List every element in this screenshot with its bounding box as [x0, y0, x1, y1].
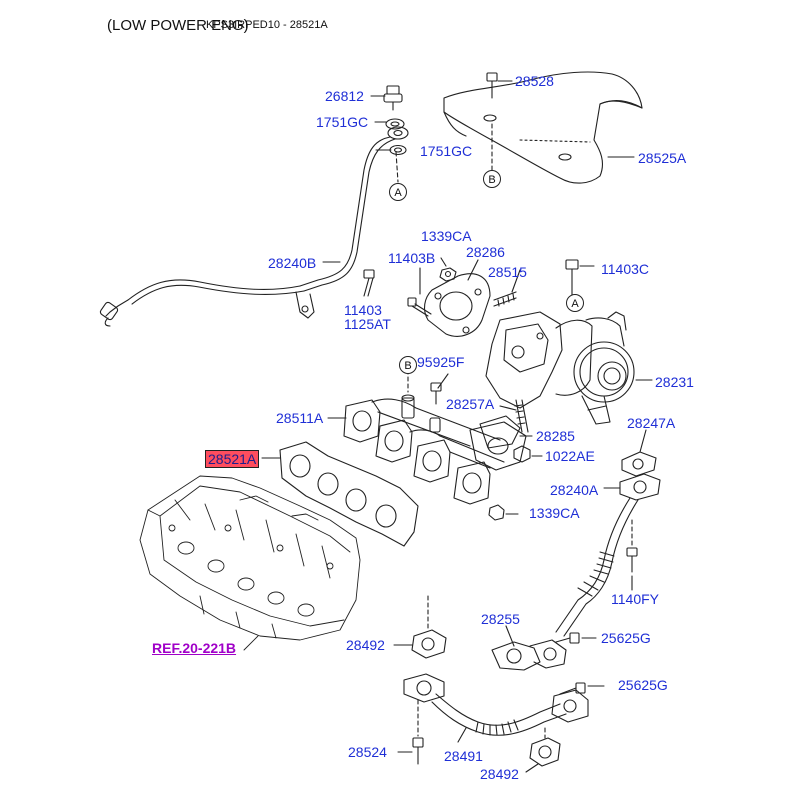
part-label-28491[interactable]: 28491 [444, 748, 483, 764]
oil-feed-pipe-28240b [99, 85, 409, 327]
part-label-25625g-lower[interactable]: 25625G [618, 677, 668, 693]
part-label-28231[interactable]: 28231 [655, 374, 694, 390]
engine-variant-label: (LOW POWER ENG) [107, 17, 249, 34]
egr-pipe-28491 [393, 595, 605, 773]
part-label-11403c[interactable]: 11403C [601, 261, 650, 277]
part-label-28285[interactable]: 28285 [536, 428, 575, 444]
exhaust-manifold-28511a [327, 369, 543, 521]
model-code: KPS3IRPED10 [206, 19, 280, 31]
part-label-28525a[interactable]: 28525A [638, 150, 687, 166]
egr-pipe-28240a [491, 429, 661, 671]
part-label-1339ca-upper[interactable]: 1339CA [421, 228, 472, 244]
part-label-28528[interactable]: 28528 [515, 73, 554, 89]
code-separator: - [283, 19, 287, 31]
part-label-1339ca-lower[interactable]: 1339CA [529, 505, 580, 521]
turbocharger-28231 [485, 259, 653, 425]
part-label-95925f[interactable]: 95925F [417, 354, 465, 370]
part-label-1022ae[interactable]: 1022AE [545, 448, 595, 464]
turbo-inlet-gasket-28286 [363, 257, 521, 337]
part-label-28511a[interactable]: 28511A [276, 410, 324, 426]
heat-shield-28525a [443, 71, 643, 184]
part-label-28515[interactable]: 28515 [488, 264, 527, 280]
part-label-28521a-highlighted[interactable]: 28521A [205, 450, 260, 468]
part-code: 28521A [289, 19, 328, 31]
exhaust-manifold-gasket-28521a [261, 441, 419, 547]
part-label-26812[interactable]: 26812 [325, 88, 364, 104]
part-label-1125at[interactable]: 1125AT [344, 316, 391, 332]
callout-marker-b-lower: B [399, 356, 417, 374]
callout-marker-a-upper: A [389, 183, 407, 201]
part-label-28492-upper[interactable]: 28492 [346, 637, 385, 653]
part-label-28255[interactable]: 28255 [481, 611, 520, 627]
part-label-11403b[interactable]: 11403B [388, 250, 436, 266]
part-label-28240b[interactable]: 28240B [268, 255, 317, 271]
reference-link[interactable]: REF.20-221B [152, 640, 237, 656]
part-label-28492-lower[interactable]: 28492 [480, 766, 519, 782]
part-label-11403[interactable]: 11403 [344, 302, 382, 318]
part-label-28247a[interactable]: 28247A [627, 415, 676, 431]
part-label-25625g-upper[interactable]: 25625G [601, 630, 651, 646]
part-label-1140fy[interactable]: 1140FY [611, 591, 659, 607]
part-label-28240a[interactable]: 28240A [550, 482, 599, 498]
part-label-1751gc-lower[interactable]: 1751GC [420, 143, 473, 159]
callout-marker-b-upper: B [483, 170, 501, 188]
callout-marker-a-lower: A [566, 294, 584, 312]
part-label-28286[interactable]: 28286 [466, 244, 505, 260]
part-label-28524[interactable]: 28524 [348, 744, 387, 760]
part-label-28257a[interactable]: 28257A [446, 396, 495, 412]
cylinder-head-ref [139, 475, 361, 651]
part-label-1751gc-upper[interactable]: 1751GC [316, 114, 369, 130]
model-part-code: KPS3IRPED10 - 28521A [206, 19, 328, 31]
